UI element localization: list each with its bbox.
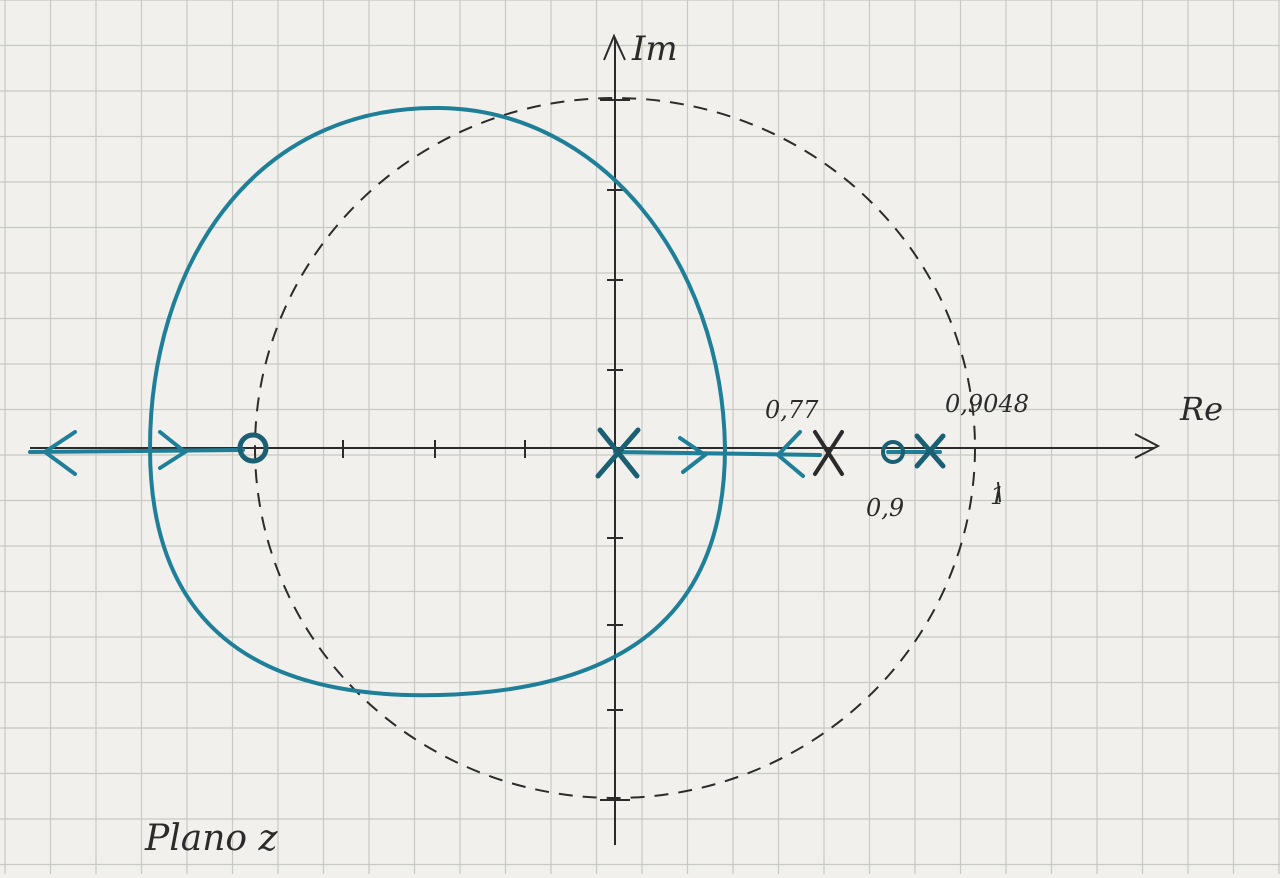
- unit-tick-label: 1: [990, 482, 1005, 510]
- locus-arrow-left-end: [41, 430, 77, 476]
- plane-label: Plano z: [144, 818, 279, 859]
- pole-x-077: [813, 430, 844, 476]
- pole-x-origin: [595, 427, 641, 479]
- locus-branch-left: [28, 448, 245, 454]
- root-locus-circle: [148, 105, 727, 698]
- crossing-09048-label: 0,9048: [945, 390, 1029, 418]
- root-locus-real-axis-branches: [28, 430, 942, 478]
- pole-077-label: 0,77: [765, 396, 819, 424]
- tick-re-one: [997, 481, 1001, 503]
- axis-ticks: [342, 99, 1001, 801]
- pole-marks: [595, 427, 946, 479]
- zero-marks: [237, 432, 905, 464]
- locus-arrow-toward-077: [775, 430, 805, 478]
- pole-x-09048: [914, 433, 946, 469]
- imaginary-axis-arrowhead: [603, 33, 626, 61]
- zero-o-09: [881, 440, 905, 464]
- locus-branch-origin-to-077: [613, 450, 822, 457]
- zero-09-label: 0,9: [866, 494, 904, 522]
- locus-arrow-right-of-origin: [678, 436, 709, 474]
- real-axis-arrowhead: [1134, 433, 1161, 459]
- locus-arrow-into-zero: [158, 430, 189, 470]
- imaginary-axis-label: Im: [631, 29, 678, 69]
- real-axis-label: Re: [1179, 390, 1223, 428]
- zero-o-minus-one: [237, 432, 269, 464]
